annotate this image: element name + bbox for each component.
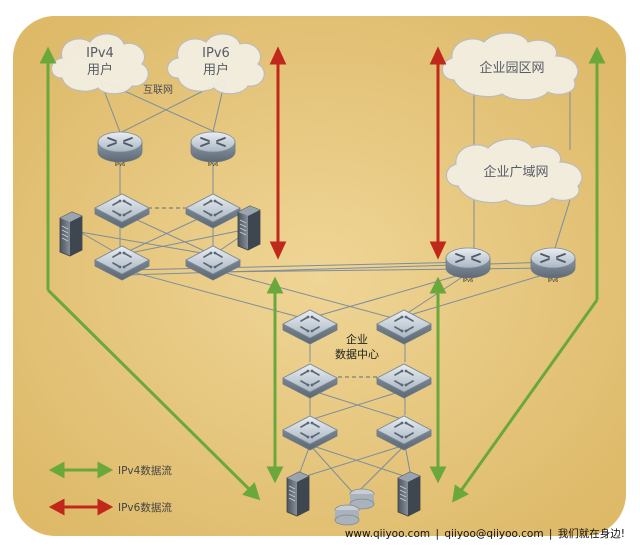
- ipv6-flow-arrows: [269, 46, 447, 260]
- footer-separator: |: [548, 528, 553, 540]
- email-link[interactable]: qiiyoo@qiiyoo.com: [444, 528, 544, 540]
- router-icon: IPv6: [190, 131, 236, 168]
- wan-label: 企业广域网: [483, 164, 548, 180]
- router-tag: IPv6: [208, 162, 219, 168]
- server-icon: [286, 471, 310, 517]
- wan-router-icon: IPv6: [445, 247, 491, 284]
- ipv4-users-label-1: IPv4: [86, 46, 114, 61]
- router-tag: IPv6: [548, 278, 559, 284]
- ipv6-users-cloud: IPv6 用户: [166, 33, 265, 95]
- server-icon: [237, 205, 261, 251]
- ipv6-users-label-2: 用户: [203, 62, 229, 78]
- server-icon: [397, 471, 421, 517]
- redundant-links: [148, 207, 377, 378]
- wan-cloud: 企业广域网: [445, 138, 583, 207]
- datacenter-label-2: 数据中心: [335, 347, 379, 361]
- ipv4-users-cloud: IPv4 用户: [50, 33, 149, 95]
- ipv4-users-label-2: 用户: [87, 62, 113, 78]
- ipv6-users-label-1: IPv6: [202, 46, 230, 61]
- internet-label: 互联网: [143, 84, 173, 96]
- router-icon: IPv6: [97, 131, 143, 168]
- footer: www.qiiyoo.com | qiiyoo@qiiyoo.com | 我们就…: [344, 526, 626, 541]
- footer-separator: |: [435, 528, 439, 540]
- ipv6-legend-arrow: [48, 498, 114, 516]
- server-icon: [59, 211, 83, 257]
- legend: IPv4数据流 IPv6数据流: [48, 461, 172, 516]
- ipv4-legend-label: IPv4数据流: [118, 464, 172, 477]
- router-tag: IPv6: [115, 162, 126, 168]
- ipv6-legend-label: IPv6数据流: [118, 501, 172, 514]
- footer-slogan: 我们就在身边!: [557, 528, 625, 540]
- site-link[interactable]: www.qiiyoo.com: [344, 528, 431, 540]
- datacenter-label-1: 企业: [346, 332, 368, 346]
- ipv4-flow-arrows: [39, 46, 606, 503]
- campus-network-label: 企业园区网: [479, 60, 544, 76]
- storage-icon: [334, 488, 375, 526]
- router-tag: IPv6: [463, 278, 474, 284]
- wan-router-icon: IPv6: [530, 247, 576, 284]
- ipv4-legend-arrow: [48, 461, 114, 479]
- campus-network-cloud: 企业园区网: [441, 32, 579, 101]
